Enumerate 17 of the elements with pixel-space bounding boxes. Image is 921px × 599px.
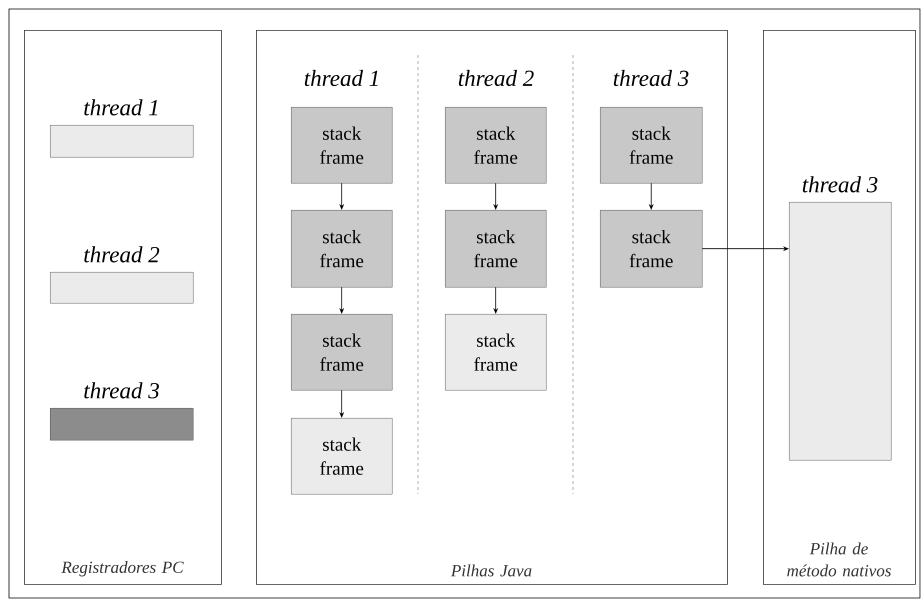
stack-frame-box: stack frame xyxy=(291,314,392,390)
stack-frame-box: stack frame xyxy=(600,107,702,184)
node-label: thread 3 xyxy=(84,382,159,398)
register-box: thread 3 xyxy=(50,382,194,440)
node-label: thread 3 xyxy=(802,176,878,192)
native-stack-box: thread 3 xyxy=(789,176,892,460)
stack-frame-box: stack frame xyxy=(445,210,546,288)
stack-frame-box: stack frame xyxy=(600,210,702,288)
register-box: thread 2 xyxy=(50,246,194,304)
stack-frame-box: stack frame xyxy=(445,107,546,184)
node-label: thread 2 xyxy=(84,246,160,262)
register-box: thread 1 xyxy=(50,99,194,158)
stack-frame-box: stack frame xyxy=(291,107,392,184)
node-label: thread 1 xyxy=(84,99,158,116)
stack-frame-box: stack frame xyxy=(445,314,546,390)
stack-frame-box: stack frame xyxy=(291,210,392,288)
stack-frame-box: stack frame xyxy=(291,418,392,494)
